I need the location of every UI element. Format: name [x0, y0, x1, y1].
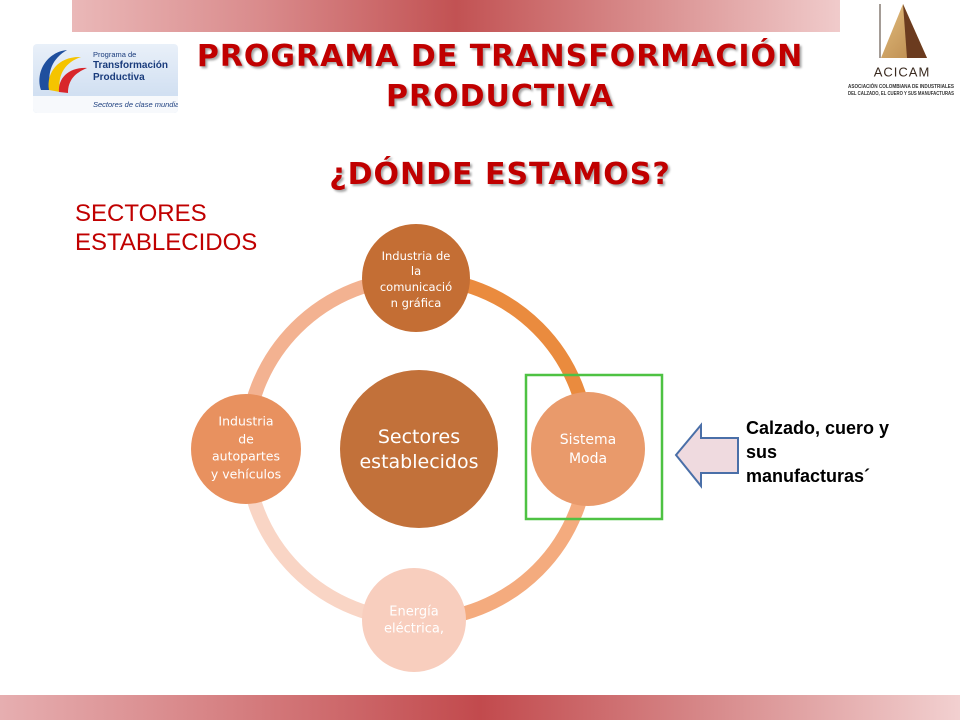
ptp-swirl-red: [58, 67, 87, 93]
callout-line: Calzado, cuero y: [746, 418, 890, 438]
callout-text: Calzado, cuero y sus manufacturas´: [746, 416, 889, 488]
page-title-line: PROGRAMA DE TRANSFORMACIÓN: [196, 39, 804, 74]
ptp-logo-text: Programa de Transformación Productiva: [93, 50, 168, 84]
page-subtitle: ¿DÓNDE ESTAMOS?: [329, 157, 671, 192]
node-label-line: comunicació: [380, 280, 452, 294]
node-label-line: Industria: [218, 414, 273, 429]
center-circle: [340, 370, 498, 528]
node-label-line: Moda: [569, 451, 607, 467]
node-label-line: Energía: [389, 605, 438, 620]
ptp-logo-tagline: Sectores de clase mundial: [33, 96, 178, 113]
section-label-line: ESTABLECIDOS: [75, 229, 258, 256]
node-circle-autopartes: [191, 394, 301, 504]
section-label-line: SECTORES: [75, 200, 207, 227]
node-label-line: y vehículos: [211, 467, 281, 482]
section-label: SECTORES ESTABLECIDOS: [75, 199, 257, 257]
page-title: PROGRAMA DE TRANSFORMACIÓN PRODUCTIVA: [190, 37, 810, 117]
acicam-logo-tagline: DEL CALZADO, EL CUERO Y SUS MANUFACTURAS: [848, 91, 954, 97]
bottom-decorative-bar: [0, 695, 960, 720]
acicam-triangle-shade: [903, 4, 927, 58]
node-label-line: autopartes: [212, 449, 280, 464]
node-circle-comunicacion-grafica: [362, 224, 470, 332]
page-title-line: PRODUCTIVA: [386, 79, 614, 114]
callout-line: manufacturas´: [746, 466, 871, 486]
top-decorative-bar: [72, 0, 840, 32]
center-label-line: Sectores: [378, 426, 460, 448]
ptp-swirl-blue: [39, 50, 67, 90]
acicam-logo-name: ACICAM: [874, 65, 931, 80]
node-label-line: eléctrica,: [384, 622, 444, 637]
ptp-logo-line: Transformación: [93, 60, 169, 71]
acicam-logo: ACICAM ASOCIACIÓN COLOMBIANA DE INDUSTRI…: [848, 4, 954, 97]
ptp-swirl-icon: [39, 50, 87, 93]
node-label-line: de: [238, 432, 254, 447]
left-arrow-icon: [674, 422, 739, 489]
ptp-logo-line: Programa de: [93, 50, 137, 59]
node-circle-energia-electrica: [362, 568, 466, 672]
node-label-line: Sistema: [560, 432, 616, 448]
node-label-line: Industria de: [382, 249, 451, 263]
ptp-logo: Programa de Transformación Productiva Se…: [33, 44, 178, 113]
node-label-line: la: [411, 264, 421, 278]
ptp-logo-line: Productiva: [93, 72, 145, 83]
ptp-swirl-yellow: [48, 56, 81, 92]
highlight-box: [524, 373, 664, 521]
center-label-line: establecidos: [359, 451, 478, 473]
callout-line: sus: [746, 442, 778, 462]
node-circle-sistema-moda: [531, 392, 645, 506]
node-label-line: n gráfica: [391, 296, 442, 310]
acicam-logo-tagline: ASOCIACIÓN COLOMBIANA DE INDUSTRIALES: [848, 82, 954, 90]
